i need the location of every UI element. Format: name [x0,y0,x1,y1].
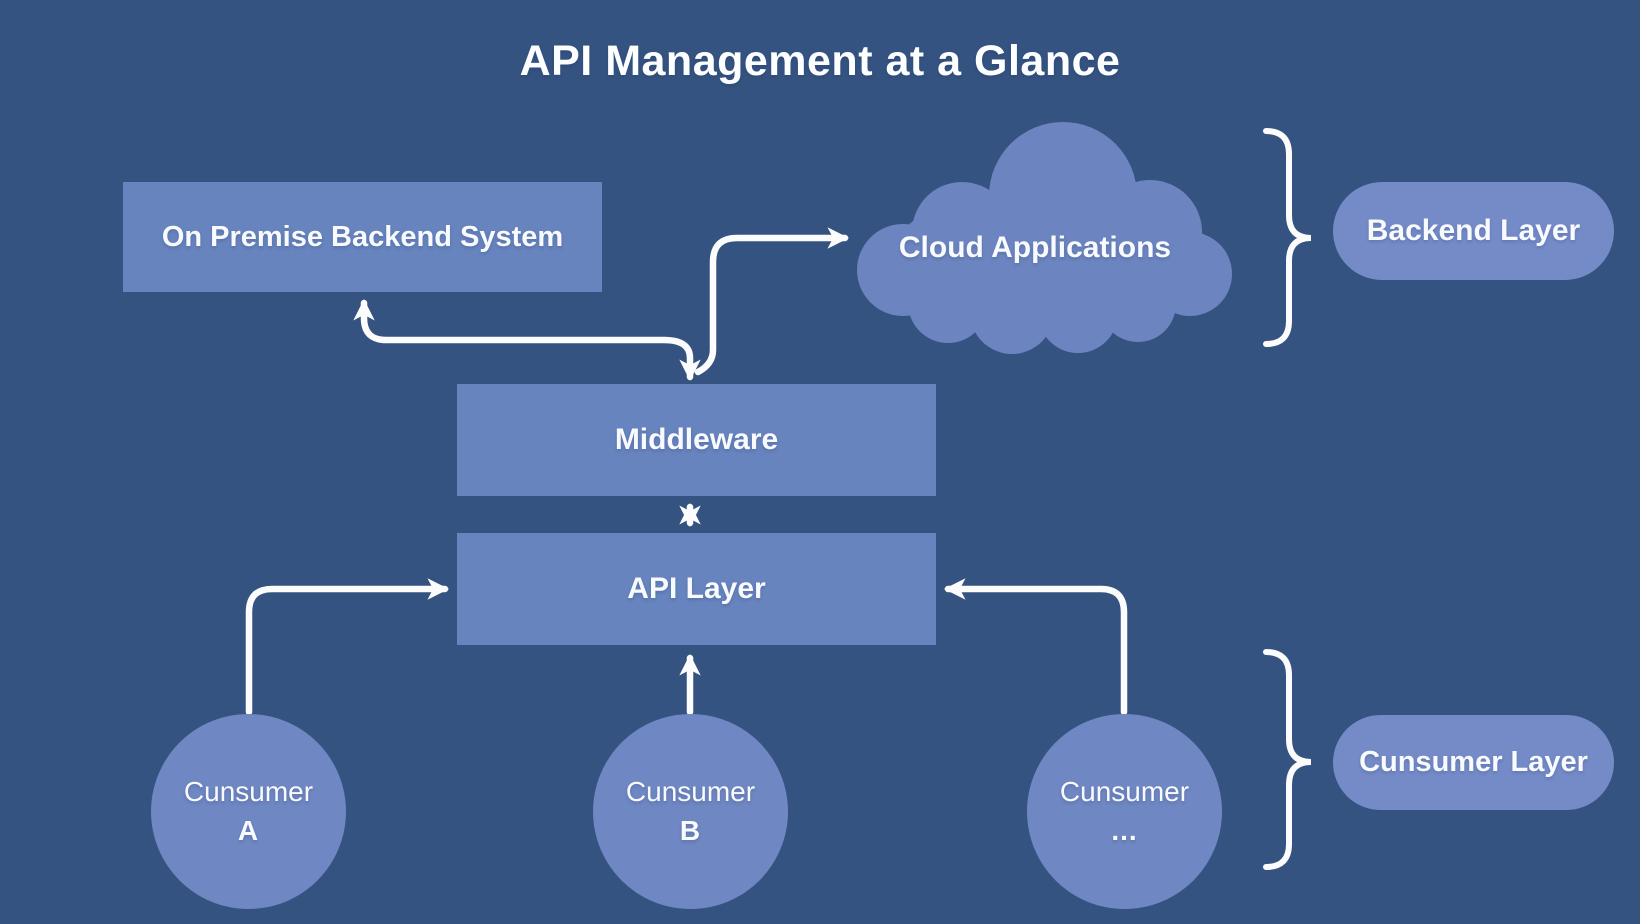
api-layer-label: API Layer [627,572,766,605]
consumer-b-circle: Cunsumer B [593,714,788,909]
consumer-layer-brace [1263,649,1312,870]
arrow-middleware-onpremise [353,299,701,381]
api-layer-box: API Layer [457,533,936,645]
arrow-consumer-a-apilayer [245,578,449,716]
consumer-b-label: Cunsumer [625,776,756,807]
backend-layer-pill: Backend Layer [1333,182,1614,280]
cloud-applications-label: Cloud Applications [898,231,1172,264]
consumer-etc-label: Cunsumer [1059,776,1190,807]
backend-layer-brace [1263,128,1312,347]
consumer-b-sublabel: B [679,815,702,846]
consumer-a-sublabel: A [237,815,260,846]
on-premise-backend-label: On Premise Backend System [161,220,564,253]
consumer-a-label: Cunsumer [183,776,314,807]
cloud-shape [857,122,1232,354]
consumer-etc-sublabel: ... [1111,815,1138,846]
consumer-layer-label: Cunsumer Layer [1359,746,1588,778]
middleware-label: Middleware [614,423,779,456]
on-premise-backend-box: On Premise Backend System [123,182,602,292]
arrow-consumer-etc-apilayer [944,578,1128,716]
arrow-middleware-cloud [694,227,849,376]
backend-layer-label: Backend Layer [1366,214,1581,247]
page-title: API Management at a Glance [519,37,1121,85]
consumer-etc-circle: Cunsumer ... [1027,714,1222,909]
consumer-layer-pill: Cunsumer Layer [1333,715,1614,810]
middleware-box: Middleware [457,384,936,496]
consumer-a-circle: Cunsumer A [151,714,346,909]
